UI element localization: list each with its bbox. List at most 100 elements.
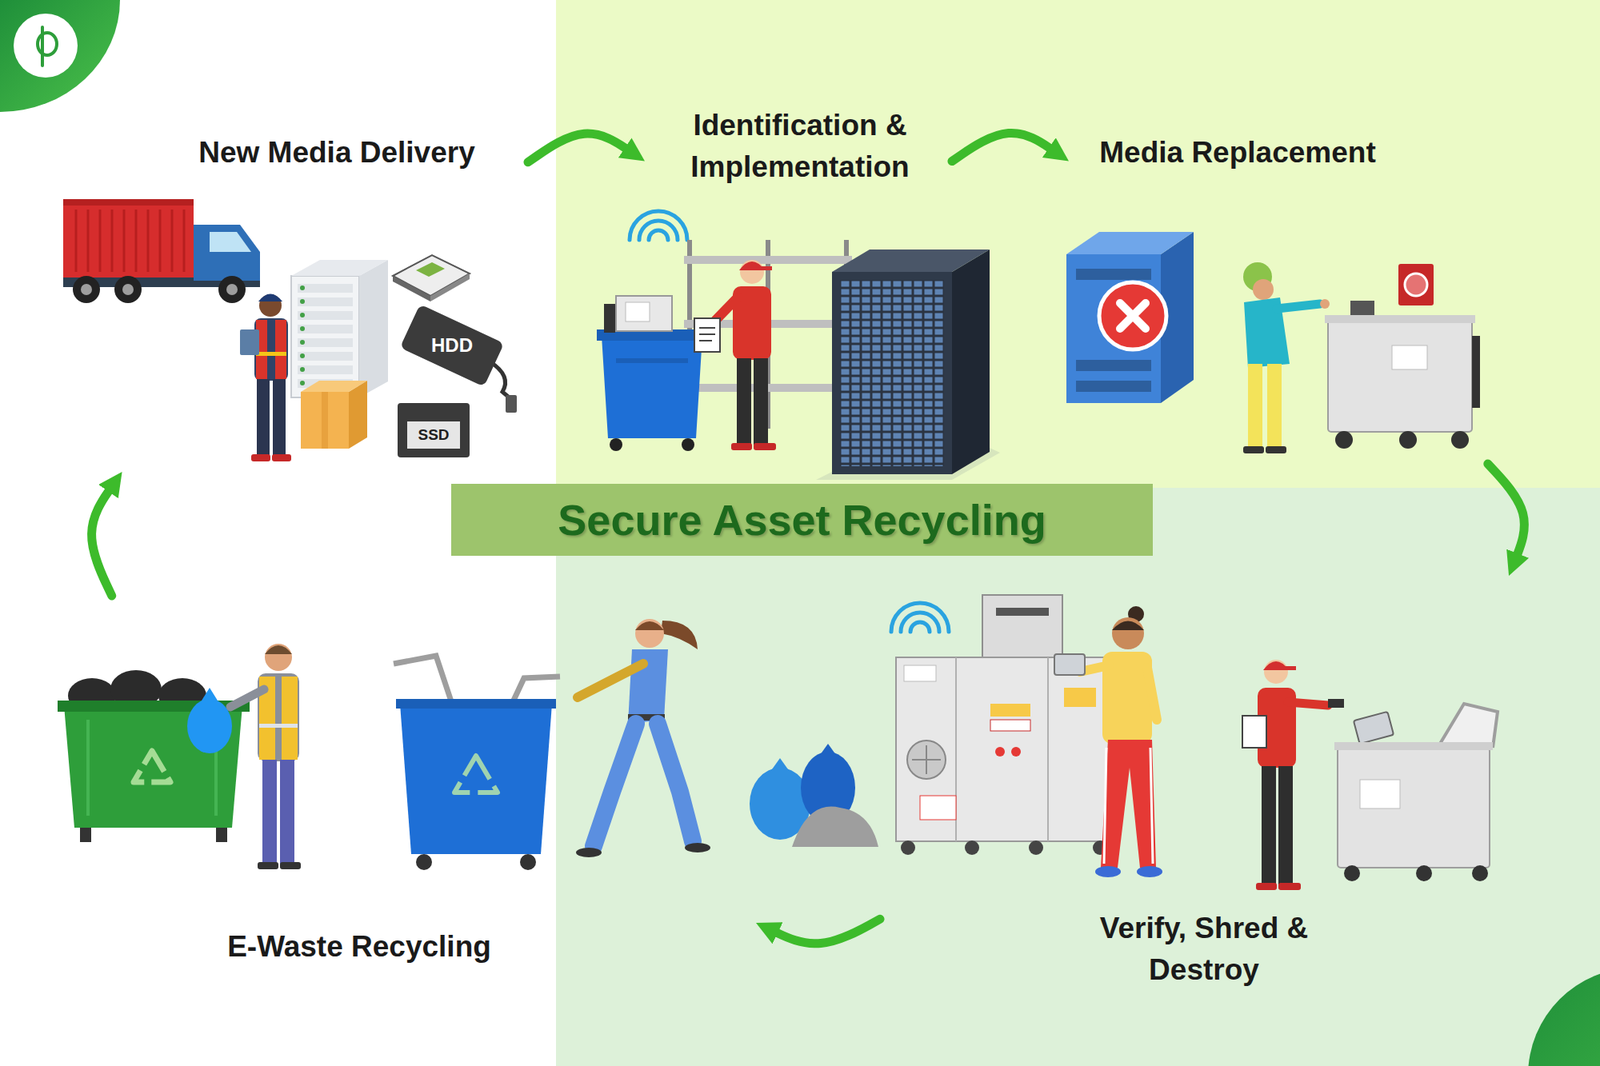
background: [0, 0, 120, 112]
failed-server: [1076, 360, 1152, 372]
operator: [1243, 262, 1330, 454]
server-tower: [291, 260, 388, 398]
delivery-worker: [275, 320, 287, 380]
stage-label: Media Replacement: [1099, 132, 1376, 174]
title-band: Secure Asset Recycling: [451, 484, 1153, 556]
wifi-symbol: [639, 220, 678, 240]
verifier: [1353, 712, 1394, 744]
server-tower: [300, 326, 305, 332]
storage-shelf: [684, 256, 852, 264]
cart-pusher: [657, 724, 693, 842]
wifi-symbol: [648, 230, 668, 240]
shredder-machine: [912, 745, 941, 775]
logo-mark: [37, 32, 57, 56]
diagram-title: Secure Asset Recycling: [557, 495, 1046, 545]
recycling-dumpster: [216, 828, 228, 843]
verifier: [1278, 766, 1293, 885]
logo-mark: [40, 27, 44, 66]
shredder-operator: [1054, 654, 1085, 676]
shredder-operator: [1112, 617, 1144, 650]
verifier: [1284, 666, 1296, 671]
recycling-cart: [416, 854, 432, 871]
cart-pusher: [577, 664, 644, 698]
technician: [694, 260, 776, 451]
recycling-dumpster: [57, 670, 250, 843]
shredder-operator: [1054, 606, 1163, 878]
delivery-truck: [114, 276, 142, 304]
logo-mark: [13, 13, 78, 78]
cart-pusher: [660, 620, 698, 650]
scanner-bin: [616, 358, 688, 364]
shredder-machine: [904, 665, 936, 682]
verify-cart: [1472, 865, 1488, 882]
shredder-machine: [956, 657, 1048, 842]
shredder-machine: [982, 595, 1063, 658]
technician: [731, 443, 752, 451]
shredder-machine: [996, 608, 1049, 616]
delivery-truck: [80, 284, 92, 296]
server-rack: [840, 280, 944, 467]
shred-bags: [749, 744, 879, 848]
verify-cart: [1337, 748, 1490, 868]
shredder-machine: [1011, 747, 1021, 757]
stage-label: New Media Delivery: [198, 132, 475, 174]
collection-cart: [1335, 431, 1353, 449]
flow-arrow: [528, 133, 633, 163]
server-tower: [300, 353, 305, 359]
verify-cart: [1440, 704, 1498, 748]
cart-pusher: [576, 619, 711, 858]
delivery-truck: [209, 232, 252, 252]
waste-worker: [262, 760, 277, 864]
waste-worker: [280, 760, 295, 864]
process-stage: Identification & Implementation: [644, 96, 952, 480]
verifier: [1278, 883, 1301, 891]
collection-cart: [1399, 431, 1417, 449]
stage-label: Verify, Shred & Destroy: [1076, 908, 1332, 992]
delivery-worker: [272, 379, 286, 456]
recycling-cart: [393, 656, 452, 704]
technician: [753, 443, 776, 451]
verify-cart: [1416, 865, 1432, 882]
recycling-cart: [400, 704, 552, 855]
waste-worker: [264, 645, 292, 655]
waste-worker: [187, 699, 232, 754]
ssd-icon: [397, 403, 470, 458]
server-tower: [297, 284, 353, 293]
operator: [1248, 364, 1263, 448]
technician: [699, 328, 716, 341]
stage-label: E-Waste Recycling: [227, 926, 492, 968]
server-tower: [300, 340, 305, 345]
cart-pusher: [576, 848, 602, 858]
flow-arrow: [768, 919, 880, 944]
delivery-worker: [240, 294, 292, 463]
collection-cart: [1398, 264, 1434, 306]
waste-worker: [187, 644, 301, 870]
delivery-worker: [259, 294, 282, 317]
verifier: [1242, 716, 1267, 748]
operator: [1243, 446, 1264, 454]
shred-bags: [772, 758, 788, 770]
technician: [736, 358, 752, 445]
shredder-operator: [1112, 621, 1144, 632]
hard-drive-icon: [392, 276, 431, 302]
process-stage: Verify, Shred & Destroy: [880, 576, 1512, 1000]
collection-cart: [1324, 315, 1476, 324]
server-rack: [816, 249, 1000, 480]
cardboard-box: [300, 380, 368, 449]
server-rack: [832, 249, 990, 272]
process-stage: Media Replacement: [1068, 120, 1501, 464]
failed-server: [1076, 268, 1152, 280]
wifi-symbol: [629, 211, 688, 240]
waste-worker: [201, 688, 218, 701]
recycling-dumpster: [80, 828, 92, 843]
verifier: [1261, 766, 1276, 885]
wifi-symbol: [900, 612, 940, 632]
wifi-symbol: [891, 603, 949, 632]
shredder-machine: [907, 740, 946, 780]
collection-cart: [1472, 336, 1480, 408]
collection-cart: [1328, 320, 1472, 432]
server-tower: [300, 299, 305, 304]
verifier: [1328, 699, 1344, 708]
hard-drive-icon: [416, 262, 445, 277]
